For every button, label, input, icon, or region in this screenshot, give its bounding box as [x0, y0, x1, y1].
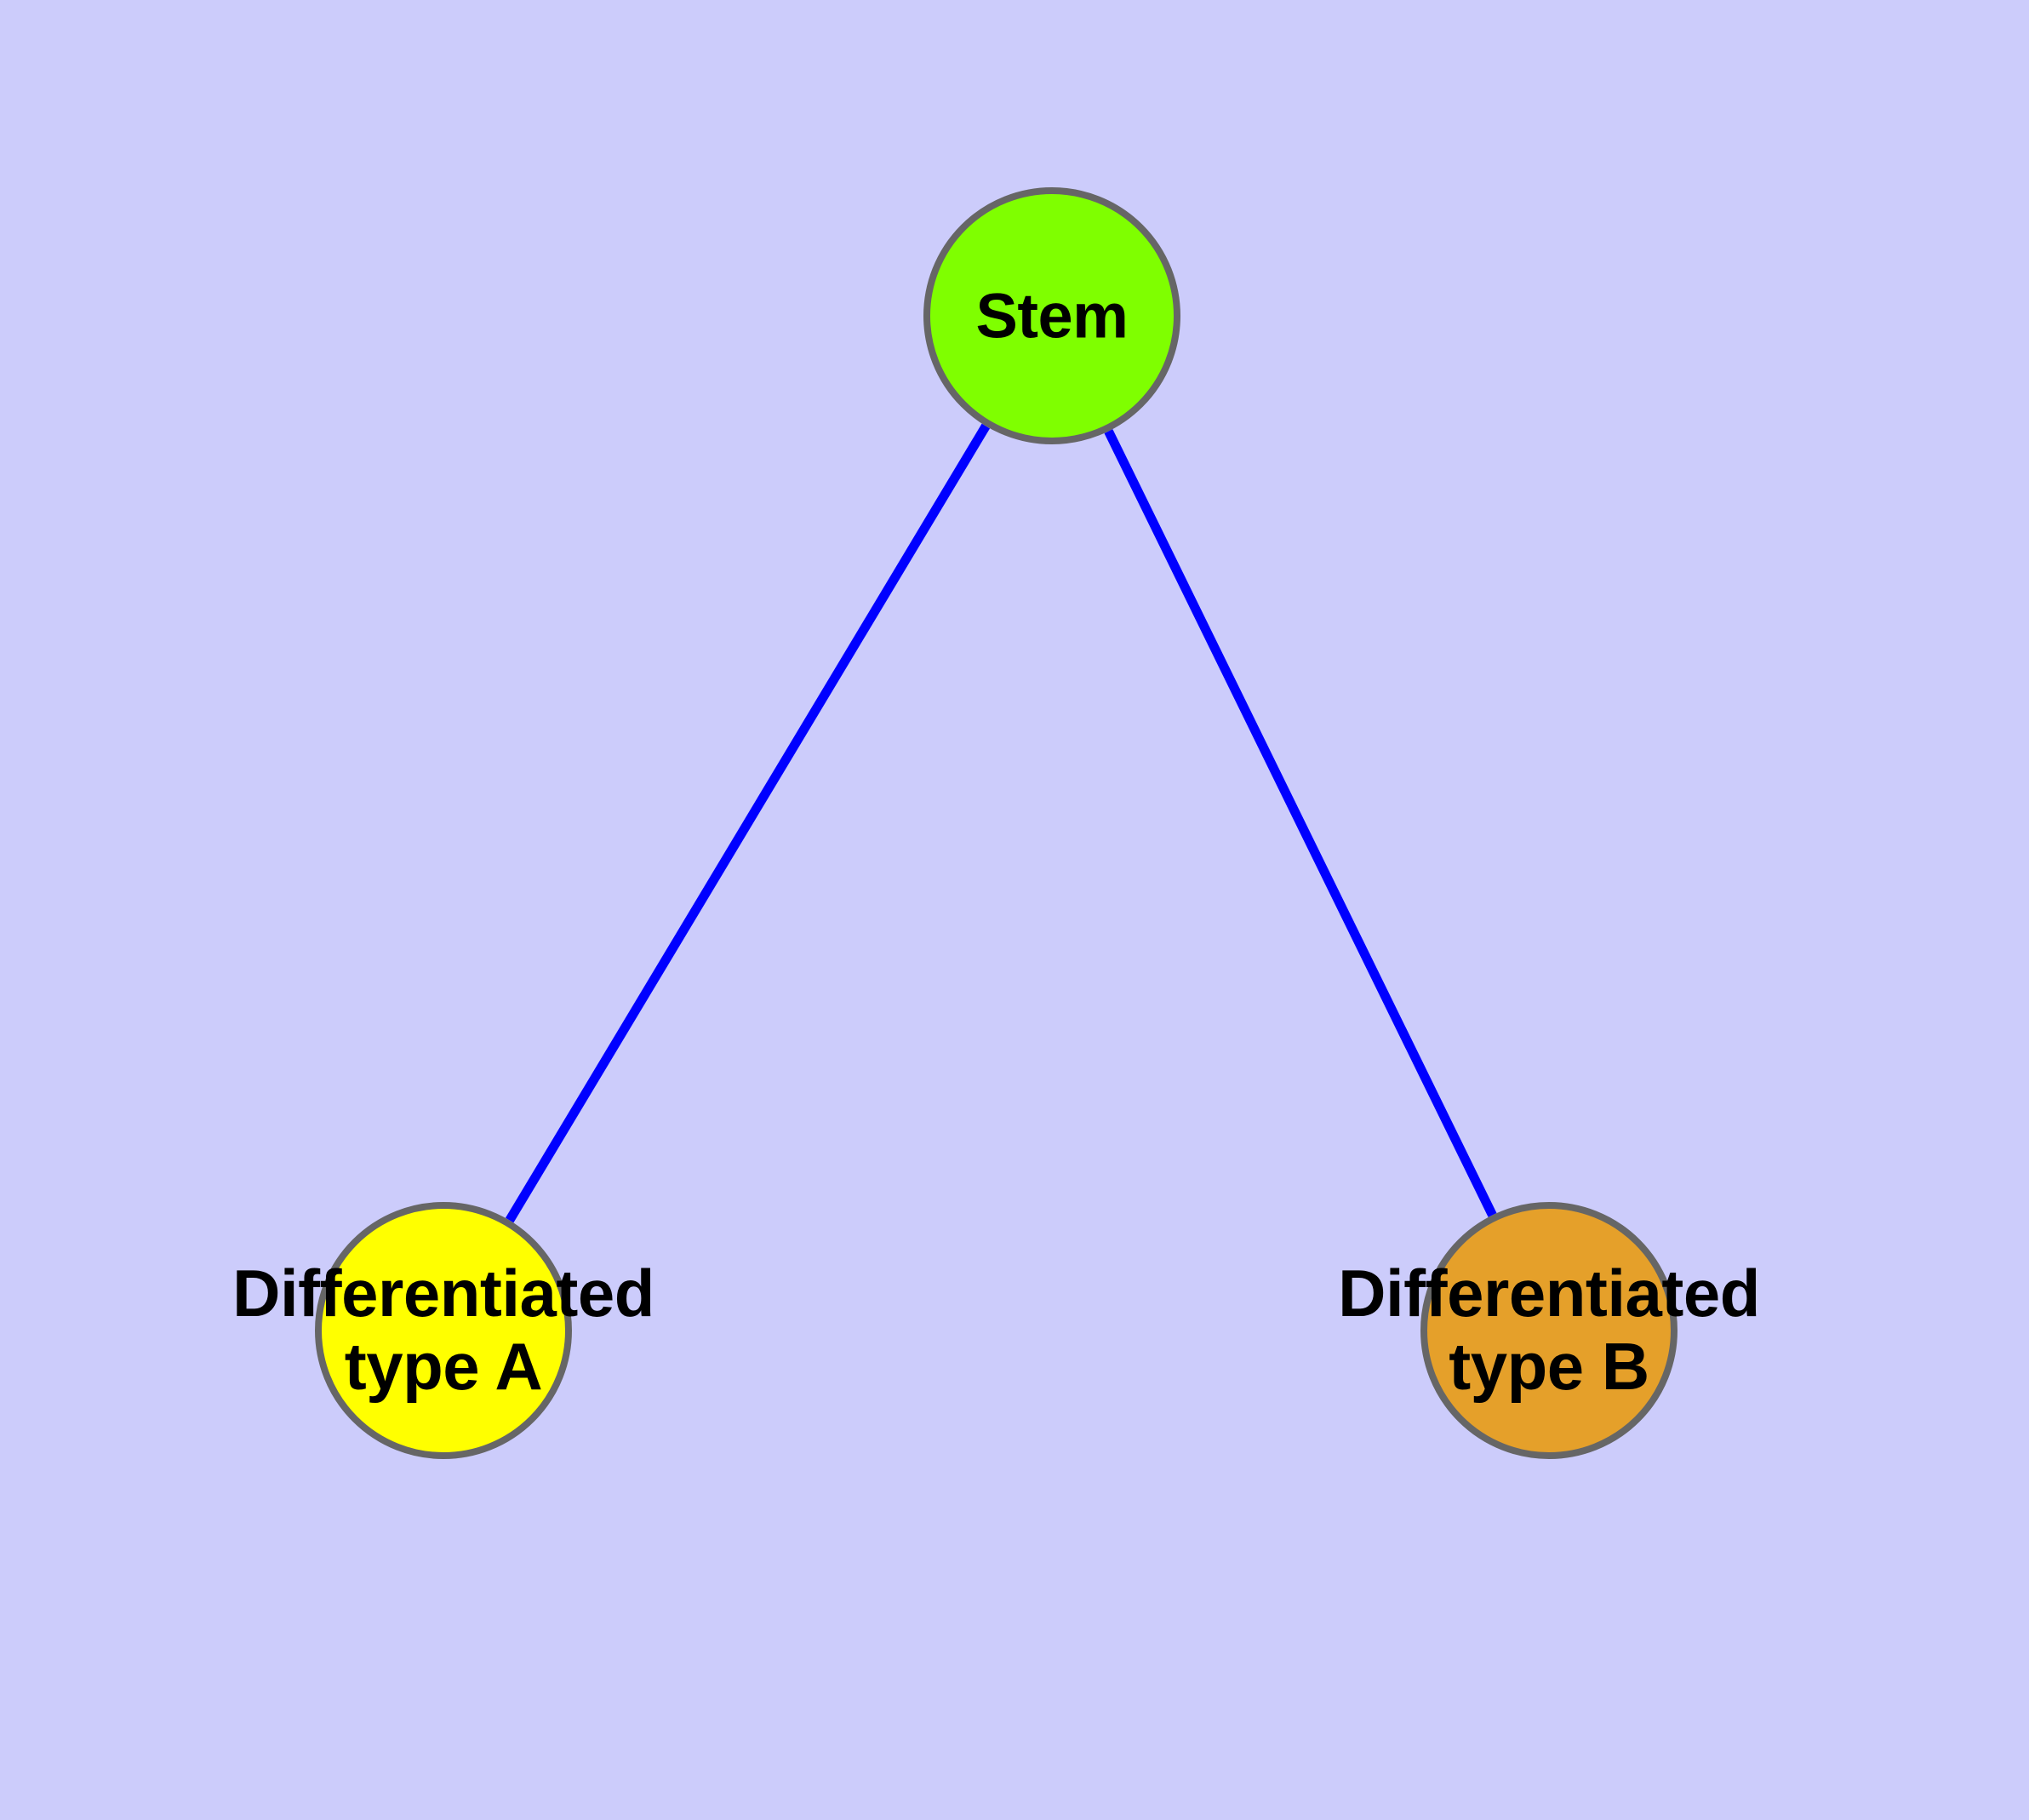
- edges-layer: [505, 423, 1497, 1223]
- edge-stem-to-diff-b: [1104, 429, 1497, 1217]
- nodes-layer: [315, 187, 1677, 1459]
- node-circle-diff-b[interactable]: [1420, 1202, 1677, 1459]
- node-circle-diff-a[interactable]: [315, 1202, 572, 1459]
- node-circle-stem[interactable]: [923, 187, 1180, 444]
- edge-stem-to-diff-a: [505, 423, 991, 1223]
